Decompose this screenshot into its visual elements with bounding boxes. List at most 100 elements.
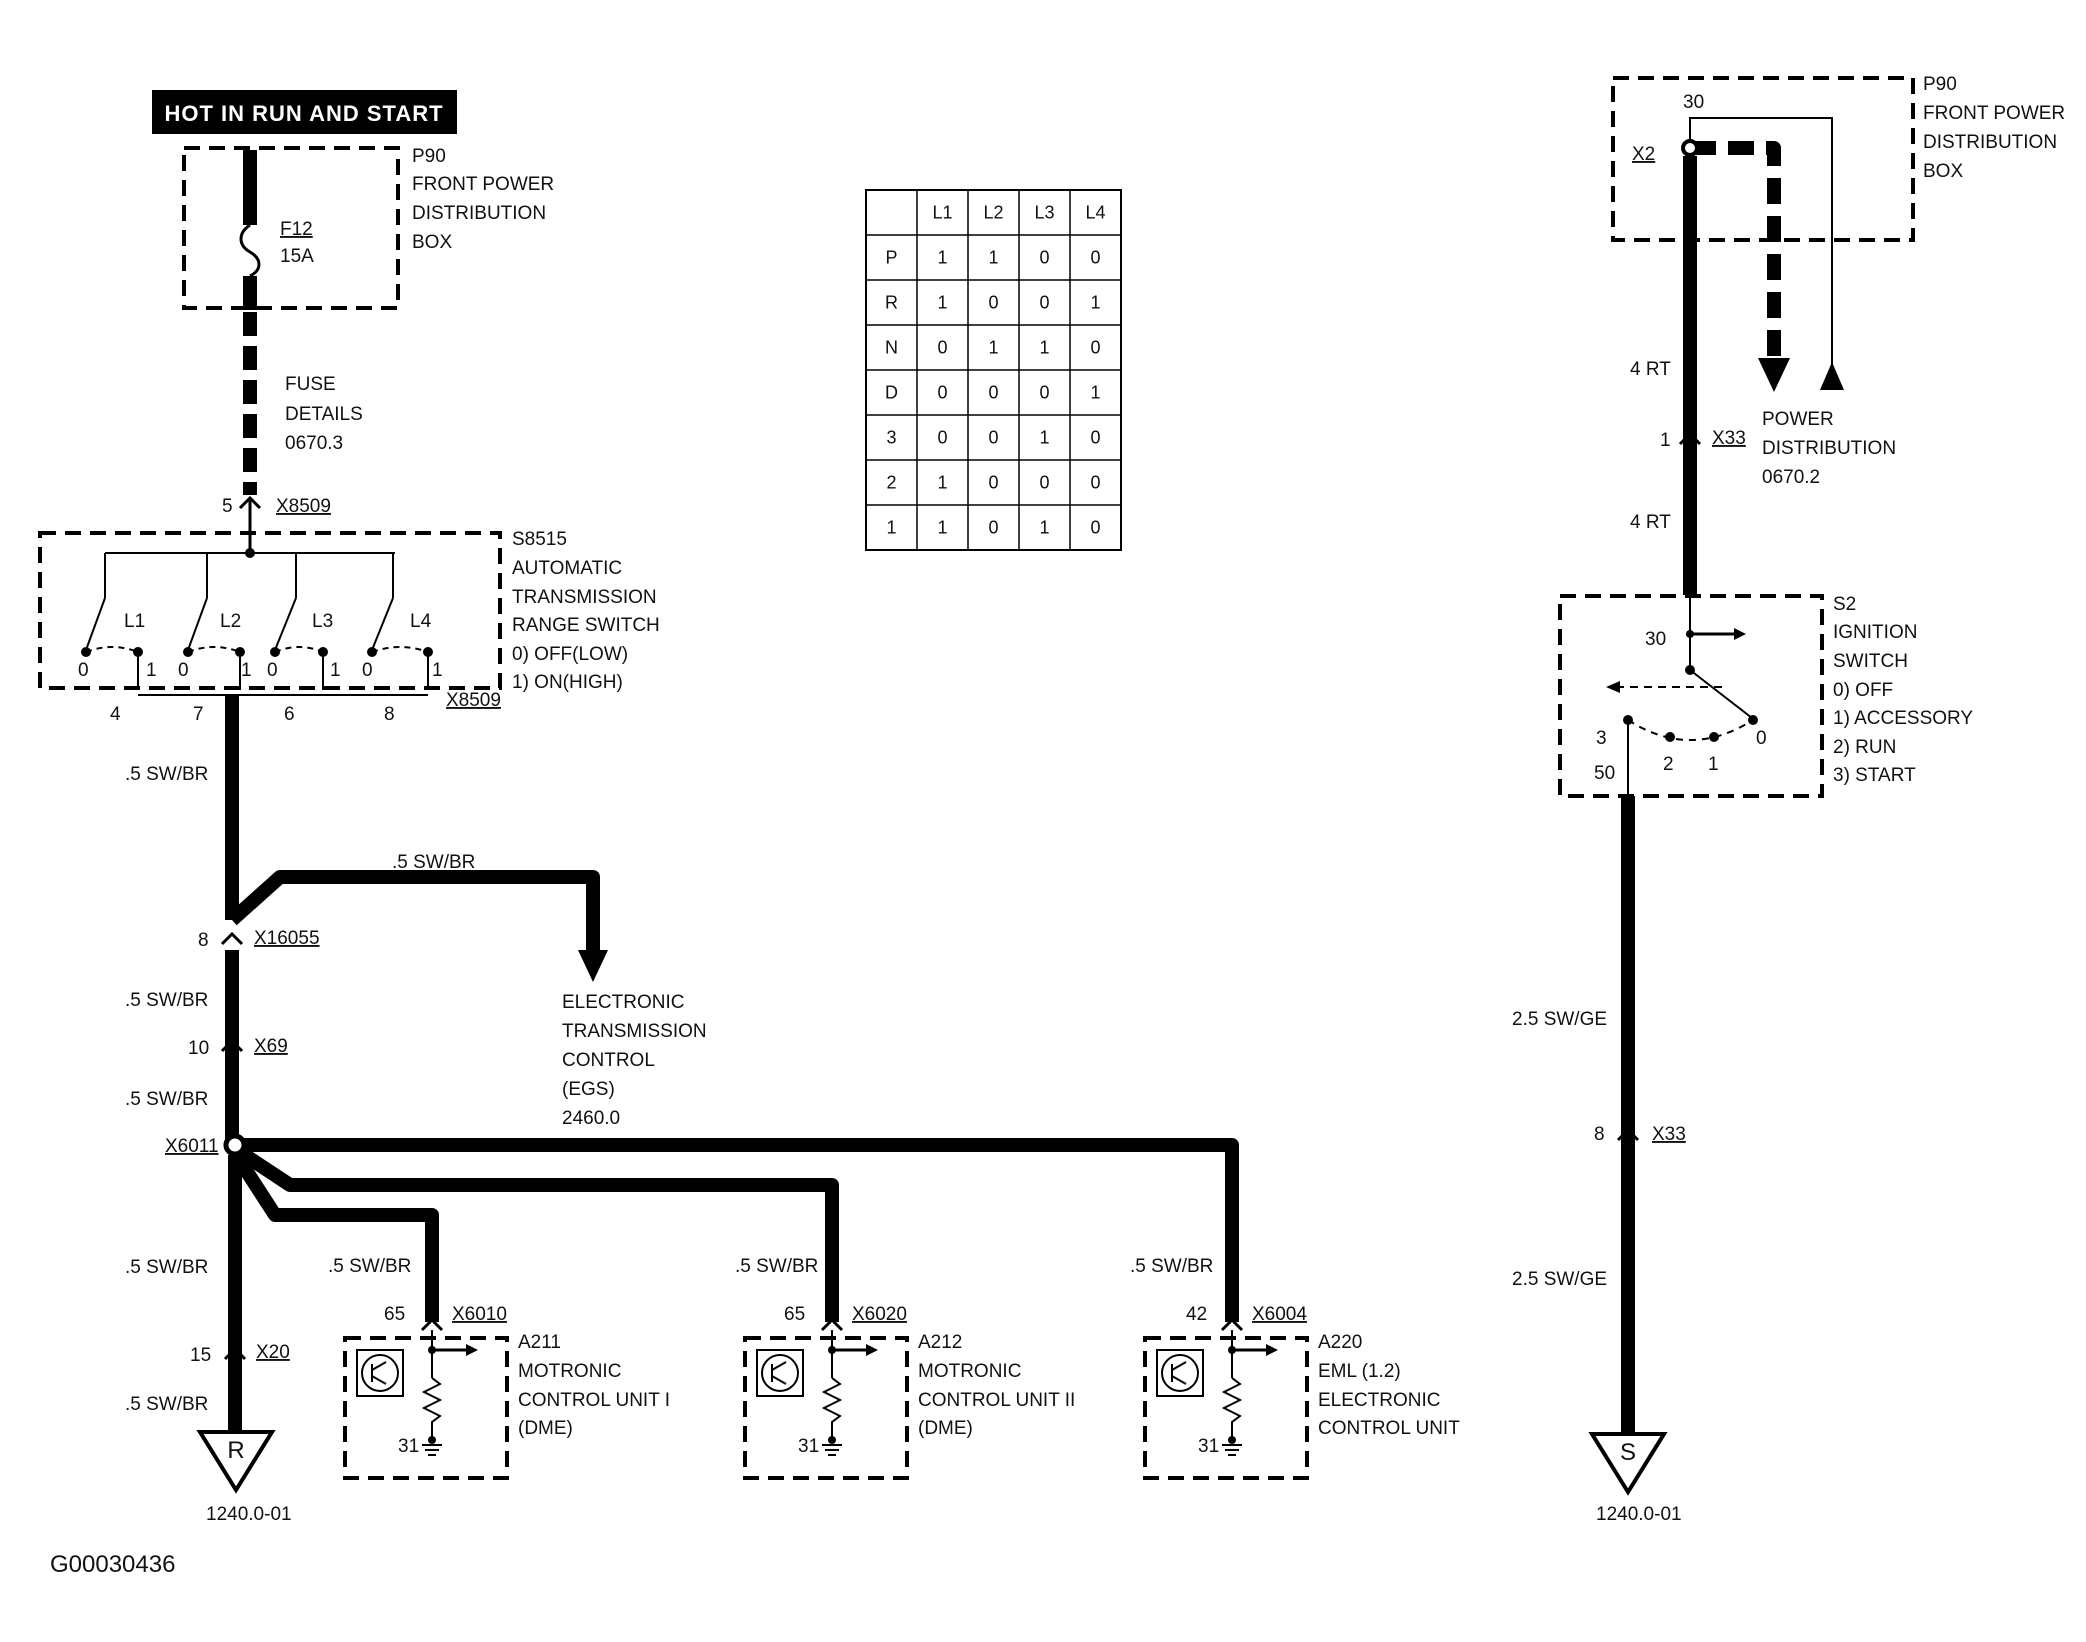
egs-line4: (EGS) bbox=[562, 1079, 615, 1100]
x33-top-id: X33 bbox=[1712, 428, 1746, 449]
truth-table-gear-cell: N bbox=[885, 338, 898, 358]
truth-table-gear-cell: R bbox=[885, 293, 898, 313]
wire-label-1: .5 SW/BR bbox=[125, 764, 208, 785]
a212-line1: MOTRONIC bbox=[918, 1361, 1021, 1382]
hot-banner-text: HOT IN RUN AND START bbox=[164, 101, 443, 126]
a212-pin: 65 bbox=[784, 1304, 805, 1325]
truth-table-cell: 1 bbox=[937, 248, 947, 268]
truth-table-header-cell: L3 bbox=[1034, 203, 1054, 223]
a212-line2: CONTROL UNIT II bbox=[918, 1390, 1075, 1411]
truth-table-gear-cell: P bbox=[885, 248, 897, 268]
s2-pos1: 1 bbox=[1708, 754, 1719, 775]
truth-table-header-cell: L2 bbox=[983, 203, 1003, 223]
wire-label-a220: .5 SW/BR bbox=[1130, 1256, 1213, 1277]
s2-pos3: 3 bbox=[1596, 728, 1607, 749]
p90-right-line3: BOX bbox=[1923, 161, 1963, 182]
p90-left-line1: FRONT POWER bbox=[412, 174, 554, 195]
x8509-top-pin: 5 bbox=[222, 496, 233, 517]
truth-table-cell: 0 bbox=[988, 473, 998, 493]
a212-conn: X6020 bbox=[852, 1304, 907, 1325]
a211-line2: CONTROL UNIT I bbox=[518, 1390, 670, 1411]
a211-pin: 65 bbox=[384, 1304, 405, 1325]
ground-s-letter: S bbox=[1620, 1439, 1636, 1466]
s2-pos2: 2 bbox=[1663, 754, 1674, 775]
switch-l1: L1 0 1 bbox=[78, 553, 157, 690]
egs-branch-wire bbox=[227, 870, 600, 955]
switch-l2-zero: 0 bbox=[178, 660, 189, 681]
switch-l1-zero: 0 bbox=[78, 660, 89, 681]
truth-table-cell: 1 bbox=[937, 473, 947, 493]
wire-4rt-label-2: 4 RT bbox=[1630, 512, 1671, 533]
truth-table-cell: 1 bbox=[937, 293, 947, 313]
x20-id: X20 bbox=[256, 1342, 290, 1363]
p90-right-pin: 30 bbox=[1683, 92, 1704, 113]
a211-line1: MOTRONIC bbox=[518, 1361, 621, 1382]
truth-table-cell: 0 bbox=[937, 338, 947, 358]
bottom-pin-2: 7 bbox=[193, 704, 204, 725]
ground-s-ref: 1240.0-01 bbox=[1596, 1504, 1682, 1525]
wire-25swge-label-1: 2.5 SW/GE bbox=[1512, 1009, 1607, 1030]
truth-table-cell: 0 bbox=[937, 428, 947, 448]
switch-l3-one: 1 bbox=[330, 660, 341, 681]
fuse-id: F12 bbox=[280, 219, 313, 240]
switch-l1-label: L1 bbox=[124, 611, 145, 632]
p90-right-line2: DISTRIBUTION bbox=[1923, 132, 2057, 153]
wire-label-5: .5 SW/BR bbox=[125, 1394, 208, 1415]
switch-l2-label: L2 bbox=[220, 611, 241, 632]
switch-l2: L2 0 1 bbox=[178, 553, 252, 690]
wire-25swge-label-2: 2.5 SW/GE bbox=[1512, 1269, 1607, 1290]
switch-l2-one: 1 bbox=[241, 660, 252, 681]
x16055-id: X16055 bbox=[254, 928, 320, 949]
s8515-line1: AUTOMATIC bbox=[512, 558, 622, 579]
s2-id: S2 bbox=[1833, 594, 1856, 615]
connector-x69 bbox=[220, 1038, 244, 1053]
fuse-details-line3: 0670.3 bbox=[285, 433, 343, 454]
p90-box-right bbox=[1611, 76, 1915, 242]
s8515-line3: RANGE SWITCH bbox=[512, 615, 660, 636]
s8515-box bbox=[38, 531, 502, 690]
s2-state3: 3) START bbox=[1833, 765, 1916, 786]
a211-transistor-frame bbox=[356, 1349, 404, 1397]
x33-top-pin: 1 bbox=[1660, 430, 1671, 451]
truth-table-cell: 0 bbox=[1090, 473, 1100, 493]
s8515-state1: 1) ON(HIGH) bbox=[512, 672, 623, 693]
a212-gnd: 31 bbox=[798, 1436, 819, 1457]
truth-table-cell: 0 bbox=[988, 518, 998, 538]
a220-gnd: 31 bbox=[1198, 1436, 1219, 1457]
s2-pos0: 0 bbox=[1756, 728, 1767, 749]
a220-pin: 42 bbox=[1186, 1304, 1207, 1325]
s2-line2: SWITCH bbox=[1833, 651, 1908, 672]
a211-conn: X6010 bbox=[452, 1304, 507, 1325]
p90-right-conn: X2 bbox=[1632, 144, 1655, 165]
wire-to-a212 bbox=[236, 1146, 839, 1322]
a211-id: A211 bbox=[518, 1332, 561, 1353]
p90-left-line3: BOX bbox=[412, 232, 452, 253]
x33-bottom-pin: 8 bbox=[1594, 1124, 1605, 1145]
a211-gnd: 31 bbox=[398, 1436, 419, 1457]
power-dist-line1: POWER bbox=[1762, 409, 1834, 430]
a212-box bbox=[743, 1336, 909, 1480]
x69-id: X69 bbox=[254, 1036, 288, 1057]
switch-l3-zero: 0 bbox=[267, 660, 278, 681]
splice-x6011-label: X6011 bbox=[165, 1136, 219, 1157]
p90-right-node bbox=[1681, 139, 1699, 157]
a211-transistor-icon bbox=[361, 1354, 399, 1392]
connector-x6020 bbox=[820, 1317, 844, 1332]
a212-line3: (DME) bbox=[918, 1418, 973, 1439]
x16055-pin: 8 bbox=[198, 930, 209, 951]
connector-x6010 bbox=[420, 1317, 444, 1332]
a220-transistor-frame bbox=[1156, 1349, 1204, 1397]
a220-conn: X6004 bbox=[1252, 1304, 1307, 1325]
x33-bottom-id: X33 bbox=[1652, 1124, 1686, 1145]
egs-arrow bbox=[578, 950, 608, 982]
wire-4rt-label-1: 4 RT bbox=[1630, 359, 1671, 380]
wire-label-3: .5 SW/BR bbox=[125, 1089, 208, 1110]
a220-line2: ELECTRONIC bbox=[1318, 1390, 1440, 1411]
truth-table-cell: 1 bbox=[1090, 383, 1100, 403]
p90-left-id: P90 bbox=[412, 146, 446, 167]
module-a211: 65 X6010 31 A211 MOTRONIC CONTROL UNIT I… bbox=[343, 1304, 670, 1480]
a211-line3: (DME) bbox=[518, 1418, 573, 1439]
bottom-pin-4: 8 bbox=[384, 704, 395, 725]
truth-table-gear-cell: 3 bbox=[886, 428, 896, 448]
